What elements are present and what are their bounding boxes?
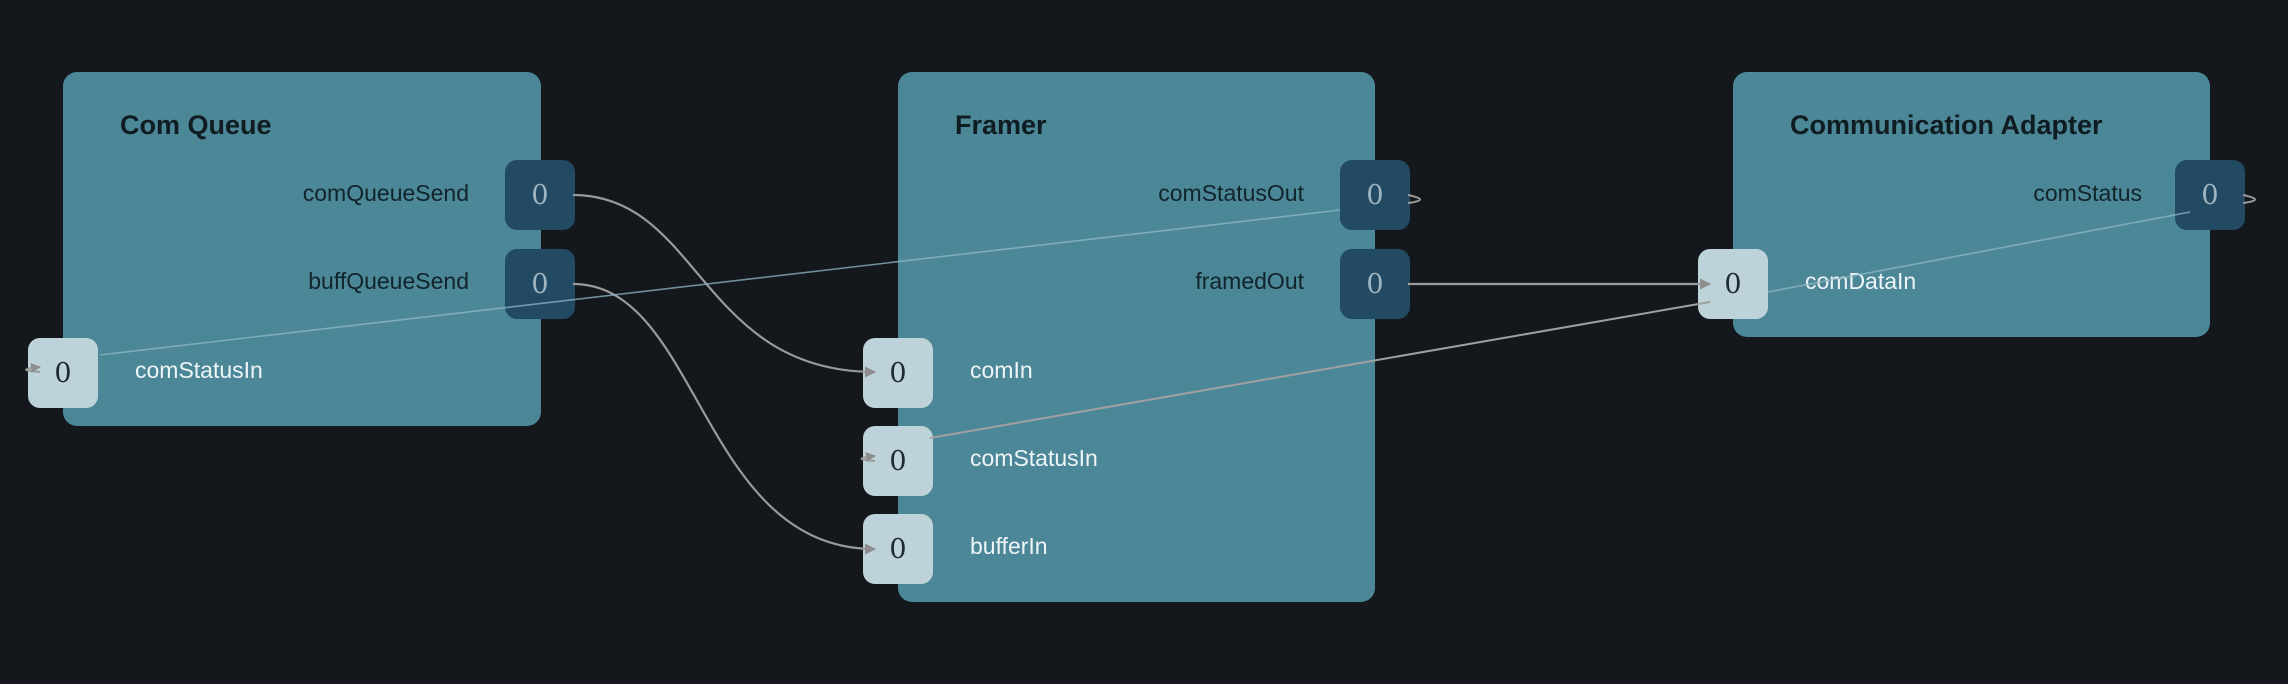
node-title: Framer — [955, 110, 1047, 140]
port-label-comstatusin: comStatusIn — [970, 445, 1098, 471]
node-communication-adapter[interactable]: Communication Adapter — [1733, 72, 2210, 337]
port-framedout[interactable]: 0 — [1340, 249, 1410, 319]
edge-comqueuesend-to-comin[interactable] — [572, 193, 877, 378]
port-label-comin: comIn — [970, 357, 1033, 383]
port-comin[interactable]: 0 — [863, 338, 933, 408]
port-label-comstatusout: comStatusOut — [1158, 180, 1304, 206]
port-label-comstatusin: comStatusIn — [135, 357, 263, 383]
port-bufferin[interactable]: 0 — [863, 514, 933, 584]
port-comstatusout[interactable]: 0 — [1340, 160, 1410, 230]
port-label-buffqueuesend: buffQueueSend — [308, 268, 469, 294]
port-comstatusin[interactable]: 0 — [863, 426, 933, 496]
port-comqueuesend[interactable]: 0 — [505, 160, 575, 230]
port-comdatain[interactable]: 0 — [1698, 249, 1768, 319]
edge-buffqueuesend-to-bufferin[interactable] — [572, 282, 877, 555]
node-title: Communication Adapter — [1790, 110, 2103, 140]
port-buffqueuesend[interactable]: 0 — [505, 249, 575, 319]
port-comstatus[interactable]: 0 — [2175, 160, 2245, 230]
port-label-bufferin: bufferIn — [970, 533, 1048, 559]
node-title: Com Queue — [120, 110, 272, 140]
port-comstatusin[interactable]: 0 — [28, 338, 98, 408]
port-label-comdatain: comDataIn — [1805, 268, 1917, 294]
port-label-framedout: framedOut — [1195, 268, 1304, 294]
port-label-comstatus: comStatus — [2033, 180, 2142, 206]
port-label-comqueuesend: comQueueSend — [302, 180, 469, 206]
node-framer[interactable]: Framer — [898, 72, 1375, 602]
